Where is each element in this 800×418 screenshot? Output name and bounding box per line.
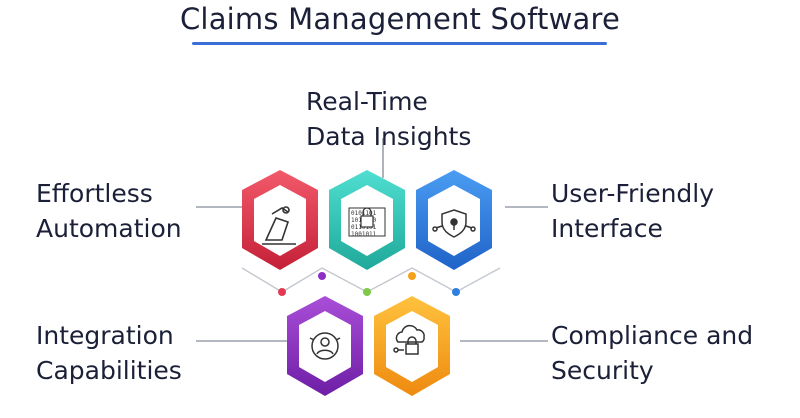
- label-realtime-line1: Real-Time: [306, 87, 428, 116]
- hexagon-effortless: [242, 170, 318, 270]
- label-integration-line1: Integration: [36, 321, 174, 350]
- dot-green: [363, 288, 371, 296]
- label-realtime: Real-Time Data Insights: [306, 84, 471, 154]
- data-lock-icon: 0101101 1010010 0110101 1001011: [348, 207, 386, 238]
- label-userfriendly-line2: Interface: [551, 214, 663, 243]
- hexagon-integration: [287, 296, 363, 396]
- label-userfriendly-line1: User-Friendly: [551, 179, 715, 208]
- page-title: Claims Management Software: [179, 2, 620, 36]
- title-underline: [192, 42, 607, 45]
- hexagon-realtime: 0101101 1010010 0110101 1001011: [329, 170, 405, 270]
- hexagon-compliance: [374, 296, 450, 396]
- cloud-lock-icon: [393, 324, 425, 355]
- hexagon-userfriendly: [416, 170, 492, 270]
- label-compliance-line1: Compliance and: [551, 321, 754, 350]
- label-effortless-line2: Automation: [36, 214, 182, 243]
- dot-purple: [318, 272, 326, 280]
- label-integration: Integration Capabilities: [36, 318, 182, 388]
- label-effortless-line1: Effortless: [36, 179, 153, 208]
- svg-text:1001011: 1001011: [351, 231, 377, 238]
- label-effortless: Effortless Automation: [36, 176, 182, 246]
- connector-dots: [278, 272, 460, 296]
- label-integration-line2: Capabilities: [36, 356, 182, 385]
- label-realtime-line2: Data Insights: [306, 122, 472, 151]
- label-compliance: Compliance and Security: [551, 318, 753, 388]
- svg-text:0101101: 0101101: [351, 210, 377, 217]
- dot-red: [278, 288, 286, 296]
- shield-network-icon: [432, 209, 476, 238]
- dot-orange: [408, 272, 416, 280]
- integration-person-icon: [309, 332, 341, 360]
- automation-hand-icon: [262, 206, 296, 245]
- label-compliance-line2: Security: [551, 356, 654, 385]
- dot-blue: [452, 288, 460, 296]
- label-userfriendly: User-Friendly Interface: [551, 176, 714, 246]
